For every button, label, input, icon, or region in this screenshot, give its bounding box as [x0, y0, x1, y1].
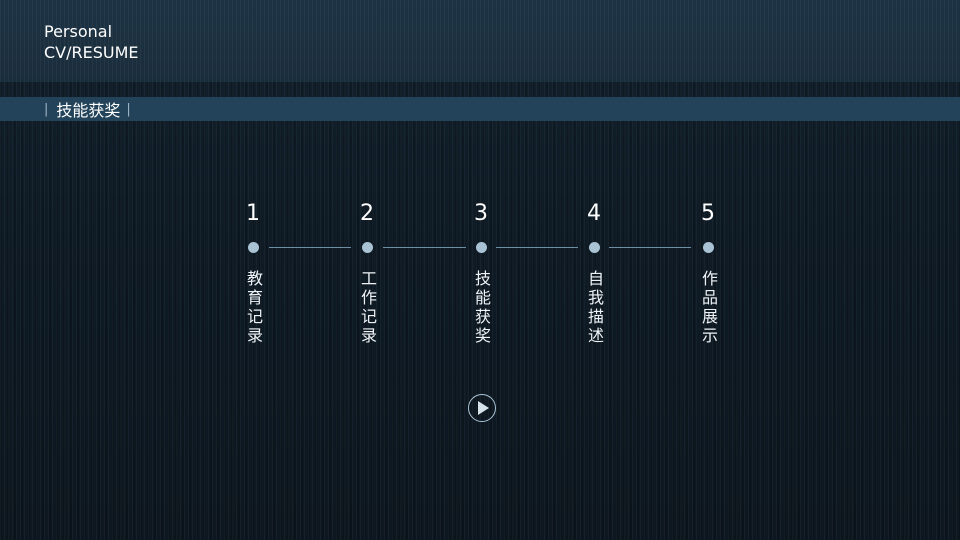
- timeline-step-work[interactable]: 2 工作记录: [347, 200, 387, 346]
- timeline-connector: [269, 247, 351, 248]
- timeline-step-portfolio[interactable]: 5 作品展示: [688, 200, 728, 346]
- step-number: 2: [360, 201, 374, 226]
- timeline-step-skills[interactable]: 3 技能获奖: [461, 200, 501, 346]
- step-label: 技能获奖: [472, 270, 491, 346]
- step-number: 1: [246, 201, 260, 226]
- timeline-connector: [496, 247, 578, 248]
- brand-line-cv-resume: CV/RESUME: [44, 43, 139, 62]
- section-bar-left-mark: |: [44, 101, 49, 117]
- timeline-step-self-description[interactable]: 4 自我描述: [574, 200, 614, 346]
- step-dot: [247, 242, 259, 253]
- play-button[interactable]: [468, 394, 496, 422]
- step-label: 教育记录: [244, 270, 263, 346]
- timeline-step-education[interactable]: 1 教育记录: [233, 200, 273, 346]
- timeline-connector: [383, 247, 466, 248]
- step-number: 5: [701, 201, 715, 226]
- timeline-connector: [609, 247, 691, 248]
- step-dot: [702, 242, 714, 253]
- step-dot: [361, 242, 373, 253]
- step-label: 工作记录: [358, 270, 377, 346]
- header-banner: Personal CV/RESUME: [0, 0, 960, 82]
- step-dot: [588, 242, 600, 253]
- play-circle-icon: [478, 401, 489, 415]
- brand-title: Personal CV/RESUME: [44, 21, 139, 63]
- section-title: 技能获奖: [56, 101, 121, 120]
- section-title-bar: | 技能获奖 |: [0, 97, 960, 121]
- step-number: 3: [474, 201, 488, 226]
- step-number: 4: [587, 201, 601, 226]
- section-bar-right-mark: |: [126, 101, 131, 117]
- step-label: 自我描述: [585, 270, 604, 346]
- step-label: 作品展示: [699, 270, 718, 346]
- brand-line-personal: Personal: [44, 22, 113, 41]
- step-dot: [475, 242, 487, 253]
